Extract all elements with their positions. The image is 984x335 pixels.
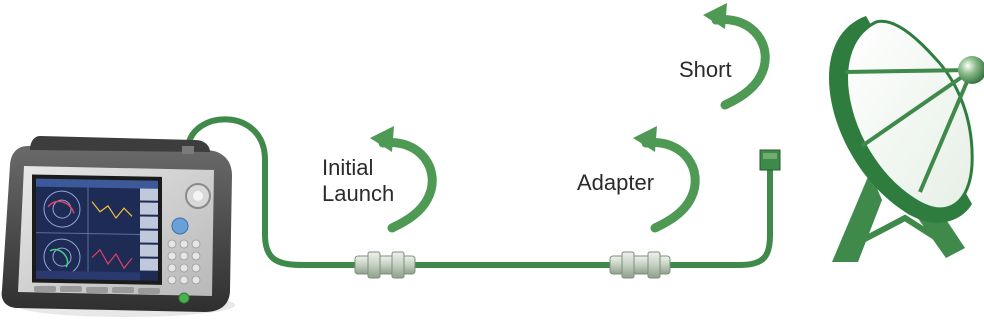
initial-launch-connector <box>354 251 416 279</box>
adapter-label: Adapter <box>577 170 655 195</box>
short-label: Short <box>679 57 732 82</box>
satellite-dish-icon <box>829 16 984 262</box>
arrow-pad <box>171 217 189 235</box>
initial-launch-label-line2: Launch <box>322 181 395 206</box>
analyzer-screen <box>36 178 158 281</box>
power-button <box>178 292 190 304</box>
short-arrow-icon <box>703 3 770 110</box>
adapter-connector <box>609 251 671 279</box>
handheld-analyzer-icon <box>1 136 235 317</box>
initial-launch-label: Initial Launch <box>322 155 394 207</box>
numeric-keypad <box>167 239 201 285</box>
initial-launch-label-line1: Initial <box>322 155 374 180</box>
coax-cable <box>185 116 773 268</box>
short-connector <box>759 149 781 171</box>
initial-launch-arrow-icon <box>370 126 437 233</box>
analyzer-bottom-keys <box>34 286 160 294</box>
adapter-arrow-icon <box>633 126 700 233</box>
